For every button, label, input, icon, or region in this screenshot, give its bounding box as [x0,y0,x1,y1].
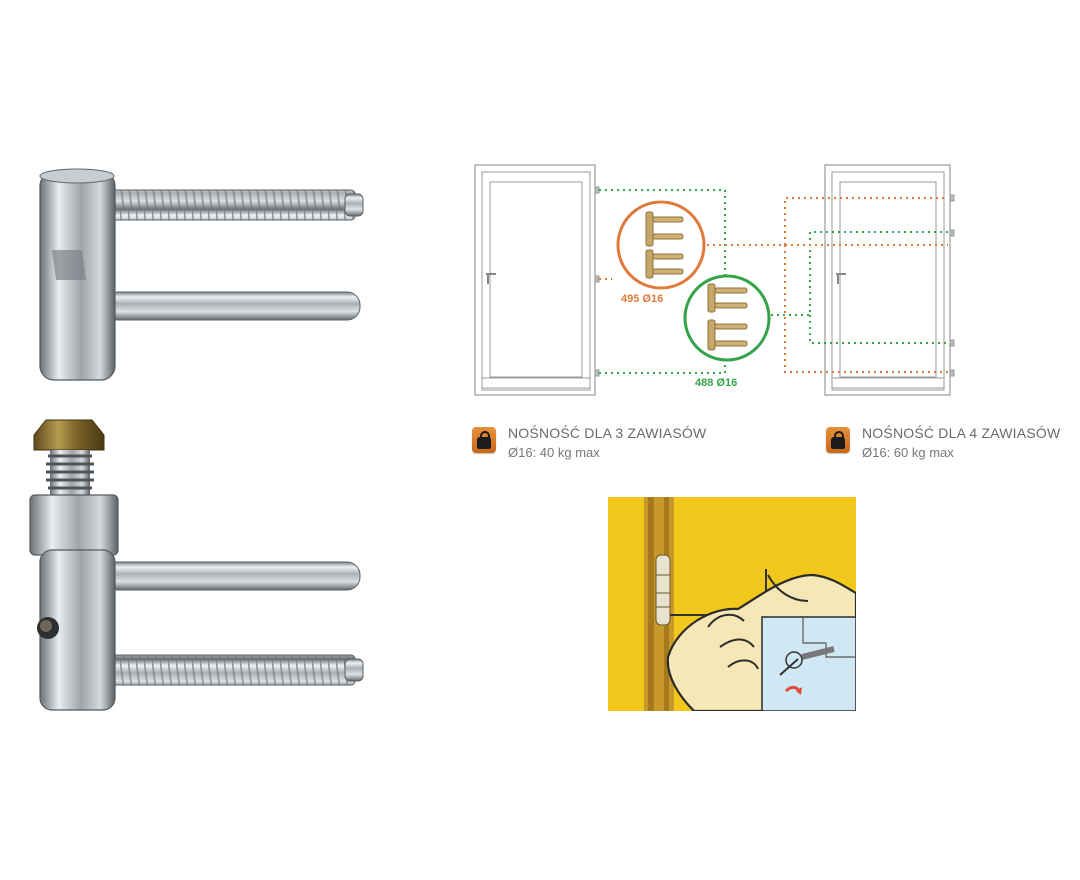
door-hinge-diagram [474,164,955,396]
hinge-model-label-488: 488 Ø16 [695,377,738,389]
lower-hinge [29,419,364,711]
green-connectors [599,189,948,374]
green-hinge-circle [683,274,771,362]
weight-icon [472,427,496,453]
orange-hinge-circle [616,200,706,290]
weight-icon [826,427,850,453]
capacity-value: Ø16: 40 kg max [508,445,600,460]
door-left-3-hinges [474,164,600,396]
capacity-title: NOŚNOŚĆ DLA 3 ZAWIASÓW [508,425,707,441]
hinge-photos [29,168,364,711]
capacity-title: NOŚNOŚĆ DLA 4 ZAWIASÓW [862,425,1061,441]
capacity-caption-3-hinges: NOŚNOŚĆ DLA 3 ZAWIASÓW Ø16: 40 kg max [472,424,706,462]
upper-hinge [39,168,364,381]
orange-connectors [599,197,948,373]
door-right-4-hinges [824,164,955,396]
capacity-value: Ø16: 60 kg max [862,445,954,460]
installation-illustration [608,497,856,711]
hinge-model-label-495: 495 Ø16 [621,293,664,305]
capacity-caption-4-hinges: NOŚNOŚĆ DLA 4 ZAWIASÓW Ø16: 60 kg max [826,424,1060,462]
inset-detail [761,616,856,711]
